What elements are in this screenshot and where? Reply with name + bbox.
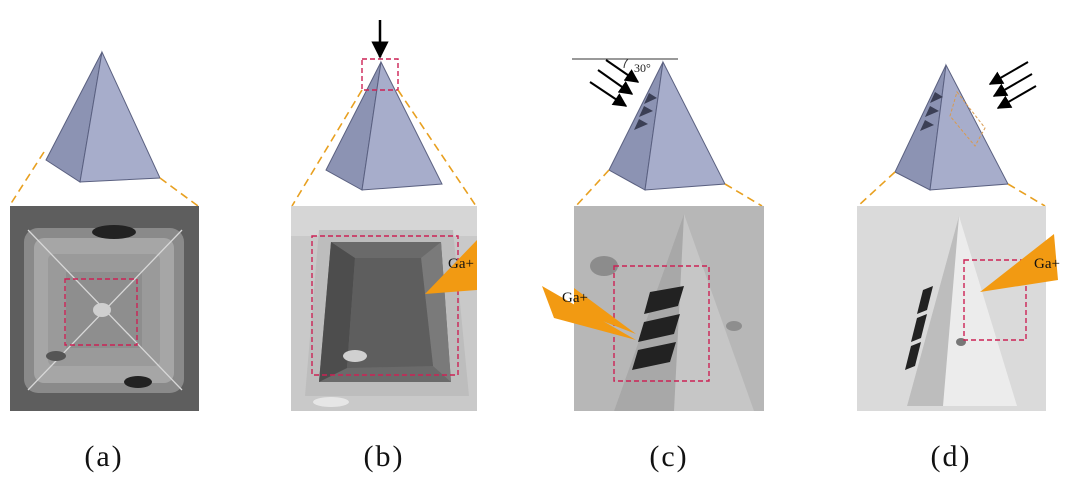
sem-image-d [857, 206, 1046, 411]
roi-box-b-top [361, 58, 399, 91]
angle-label-c: 30° [634, 61, 651, 75]
angle-arc-c [623, 58, 629, 69]
ion-label-b: Ga+ [448, 256, 474, 272]
panel-label-c: (c) [649, 440, 689, 473]
sem-image-a [10, 206, 199, 411]
panel-label-a: (a) [84, 440, 124, 473]
pyramid-d [894, 63, 1009, 191]
panel-label-b: (b) [363, 440, 405, 473]
ion-beam-d: Ga+ [980, 234, 1060, 292]
ion-label-d: Ga+ [1034, 256, 1060, 272]
pyramid-a [45, 50, 161, 183]
guide-lines-d [857, 171, 1046, 207]
sem-image-c: Ga+ [574, 206, 764, 411]
guide-lines-b [291, 89, 477, 207]
pyramid-c [608, 60, 726, 191]
arrows-d [988, 61, 1037, 109]
panel-label-d: (d) [930, 440, 972, 473]
ion-beam-b [425, 240, 477, 294]
arrows-c [589, 59, 640, 107]
ion-beam-c [574, 288, 636, 334]
guide-lines-a [9, 151, 199, 207]
sem-image-b: Ga+ [291, 206, 477, 411]
ion-beam-c-outer: Ga+ [542, 286, 636, 340]
pyramid-b [325, 60, 443, 191]
guide-lines-c [575, 169, 763, 207]
ion-label-c-outer: Ga+ [562, 290, 588, 306]
